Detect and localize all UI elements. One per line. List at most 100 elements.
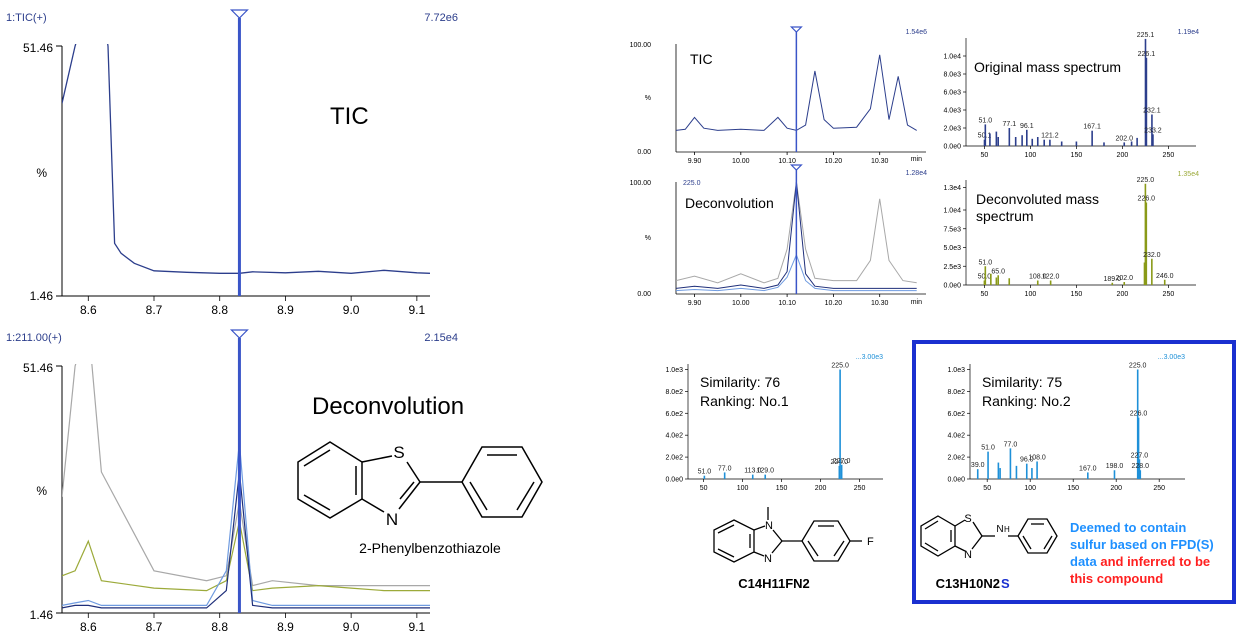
library-hit-2-xtick-label-0: 50 [983, 485, 991, 492]
left-tic-xtick-label-1: 8.7 [146, 303, 163, 317]
original-spectrum-xtick-label-0: 50 [981, 152, 989, 159]
library-hit-2-bar-label-13: 227.0 [1131, 452, 1149, 459]
rt-deconv-xtick-label-0: 9.90 [688, 300, 702, 307]
rt-tic-xtick-label-3: 10.20 [825, 158, 843, 165]
original-spectrum-ytick-label-4: 8.0e3 [943, 72, 961, 79]
library-hit-1-bar-label-6: 227.0 [833, 458, 851, 465]
rt-deconv-header-left: 225.0 [683, 180, 701, 187]
original-spectrum-ytick-label-5: 1.0e4 [943, 54, 961, 61]
library-hit-2-ytick-label-3: 6.0e2 [947, 411, 965, 418]
library-hit-2-bar-label-12: 226.0 [1130, 411, 1148, 418]
library-hit-1-ytick-label-2: 4.0e2 [665, 433, 683, 440]
lib1-imid-bond-3 [753, 551, 765, 557]
lib2-formula-s: S [1001, 576, 1010, 591]
rt-tic-xtick-label-4: 10.30 [871, 158, 889, 165]
deconvoluted-spectrum-xtick-label-4: 250 [1163, 291, 1175, 298]
library-hit-2-xtick-label-3: 200 [1110, 485, 1122, 492]
lib1-ranking: Ranking: No.1 [700, 393, 789, 409]
rt-deconv-series-1 [676, 181, 917, 284]
note-line-3-red: and inferred to be [1100, 554, 1210, 569]
rt-tic-label: TIC [690, 51, 713, 67]
library-hit-1-xtick-label-1: 100 [737, 485, 749, 492]
deconvoluted-spectrum-bar-label-14: 246.0 [1156, 273, 1174, 280]
lib2-thz-bond-3 [954, 545, 966, 552]
benzo-double-1 [303, 449, 331, 467]
deconvoluted-spectrum-xtick-label-3: 200 [1117, 291, 1129, 298]
deconvoluted-spectrum-ytick-label-0: 0.0e0 [943, 283, 961, 290]
phenylbenzothiazole-structure [297, 441, 543, 519]
library-hit-2-bar-label-9: 167.0 [1079, 465, 1097, 472]
lib2-thz-bond-2 [972, 521, 983, 537]
left-deconv-ybottom: 1.46 [30, 608, 54, 622]
lib2-atom-h: H [1004, 525, 1010, 534]
original-spectrum-title: Original mass spectrum [974, 59, 1121, 75]
note-text: Deemed to contain sulfur based on FPD(S)… [1070, 520, 1214, 586]
library-hit-2-ytick-label-4: 8.0e2 [947, 389, 965, 396]
left-tic-xtick-label-0: 8.6 [80, 303, 97, 317]
library-hit-1-xtick-label-2: 150 [776, 485, 788, 492]
lib2-thz-bond-4 [971, 535, 983, 550]
library-hit-1-bar-label-3: 129.0 [756, 468, 774, 475]
left-tic-header-right: 7.72e6 [424, 12, 458, 24]
deconvoluted-spectrum-bar-label-9: 202.0 [1115, 275, 1133, 282]
library-hit-1-ytick-label-0: 0.0e0 [665, 477, 683, 484]
lib2-phenyl-double-3 [1022, 535, 1032, 550]
original-spectrum-bar-label-22: 232.1 [1143, 108, 1161, 115]
lib1-aryl-ring [801, 520, 851, 562]
lib2-phenyl-double-2 [1043, 535, 1053, 550]
library-hit-1-ytick-label-3: 6.0e2 [665, 411, 683, 418]
lib2-benzo-ring [920, 515, 956, 557]
left-deconv-xtick-label-4: 9.0 [343, 620, 360, 631]
lib2-atom-n-ring: N [964, 549, 972, 561]
original-spectrum-ytick-label-3: 6.0e3 [943, 90, 961, 97]
original-spectrum-bar-label-1: 51.0 [979, 117, 993, 124]
phenyl-double-2 [516, 481, 535, 511]
rt-deconv-ybottom: 0.00 [637, 291, 651, 298]
thiazole-double-cn [399, 481, 415, 500]
original-spectrum-bar-label-21: 226.1 [1138, 51, 1156, 58]
left-tic-xtick-label-3: 8.9 [277, 303, 294, 317]
lib2-atom-s: S [964, 513, 971, 525]
rt-tic-ybottom: 0.00 [637, 149, 651, 156]
library-hit-1-bar-label-5: 225.0 [831, 362, 849, 369]
left-deconv-ymid: % [36, 484, 47, 498]
atom-s-label: S [393, 443, 404, 462]
highlight-frame [912, 340, 1236, 604]
original-spectrum-xtick-label-1: 100 [1025, 152, 1037, 159]
rt-deconv-xtick-label-2: 10.10 [778, 300, 796, 307]
lib1-aryl-double-2 [833, 540, 845, 557]
left-tic-xtick-label-2: 8.8 [211, 303, 228, 317]
left-tic-label: TIC [330, 103, 369, 130]
lib1-similarity: Similarity: 76 [700, 374, 780, 390]
thiazole-bond-n2 [398, 481, 421, 510]
left-tic-marker-triangle [229, 9, 249, 19]
lib2-phenyl-ring [1017, 518, 1058, 554]
library-hit-2-panel: ...3.00e3 0.0e02.0e24.0e26.0e28.0e21.0e3… [912, 340, 1236, 604]
deconvoluted-spectrum-bar-label-1: 51.0 [979, 259, 993, 266]
note-line-1-blue: Deemed to contain [1070, 520, 1186, 535]
rt-tic-ytop: 100.00 [630, 42, 652, 49]
original-spectrum-bar-label-12: 121.2 [1041, 133, 1059, 140]
library-hit-1-ytick-label-5: 1.0e3 [665, 367, 683, 374]
rt-deconv-header-right: 1.28e4 [906, 170, 928, 177]
deconvoluted-spectrum-ytick-label-3: 7.5e3 [943, 226, 961, 233]
library-hit-2-bar-label-14: 228.0 [1132, 463, 1150, 470]
library-hit-2-bar-label-6: 96.0 [1020, 457, 1034, 464]
rt-deconv-series-3 [676, 253, 917, 292]
library-hit-2-xtick-label-4: 250 [1153, 485, 1165, 492]
lib1-benzo-double-3 [717, 548, 735, 558]
original-spectrum-bar-label-8: 96.1 [1020, 123, 1034, 130]
deconvoluted-spectrum-ytick-label-1: 2.5e3 [943, 264, 961, 271]
left-deconv-header-left: 1:211.00(+) [6, 332, 62, 344]
library-hit-2-bar-label-4: 77.0 [1004, 441, 1018, 448]
deconvoluted-spectrum-bar-label-13: 232.0 [1143, 252, 1161, 259]
library-hit-1-xtick-label-4: 250 [854, 485, 866, 492]
atom-n-label: N [386, 510, 398, 529]
